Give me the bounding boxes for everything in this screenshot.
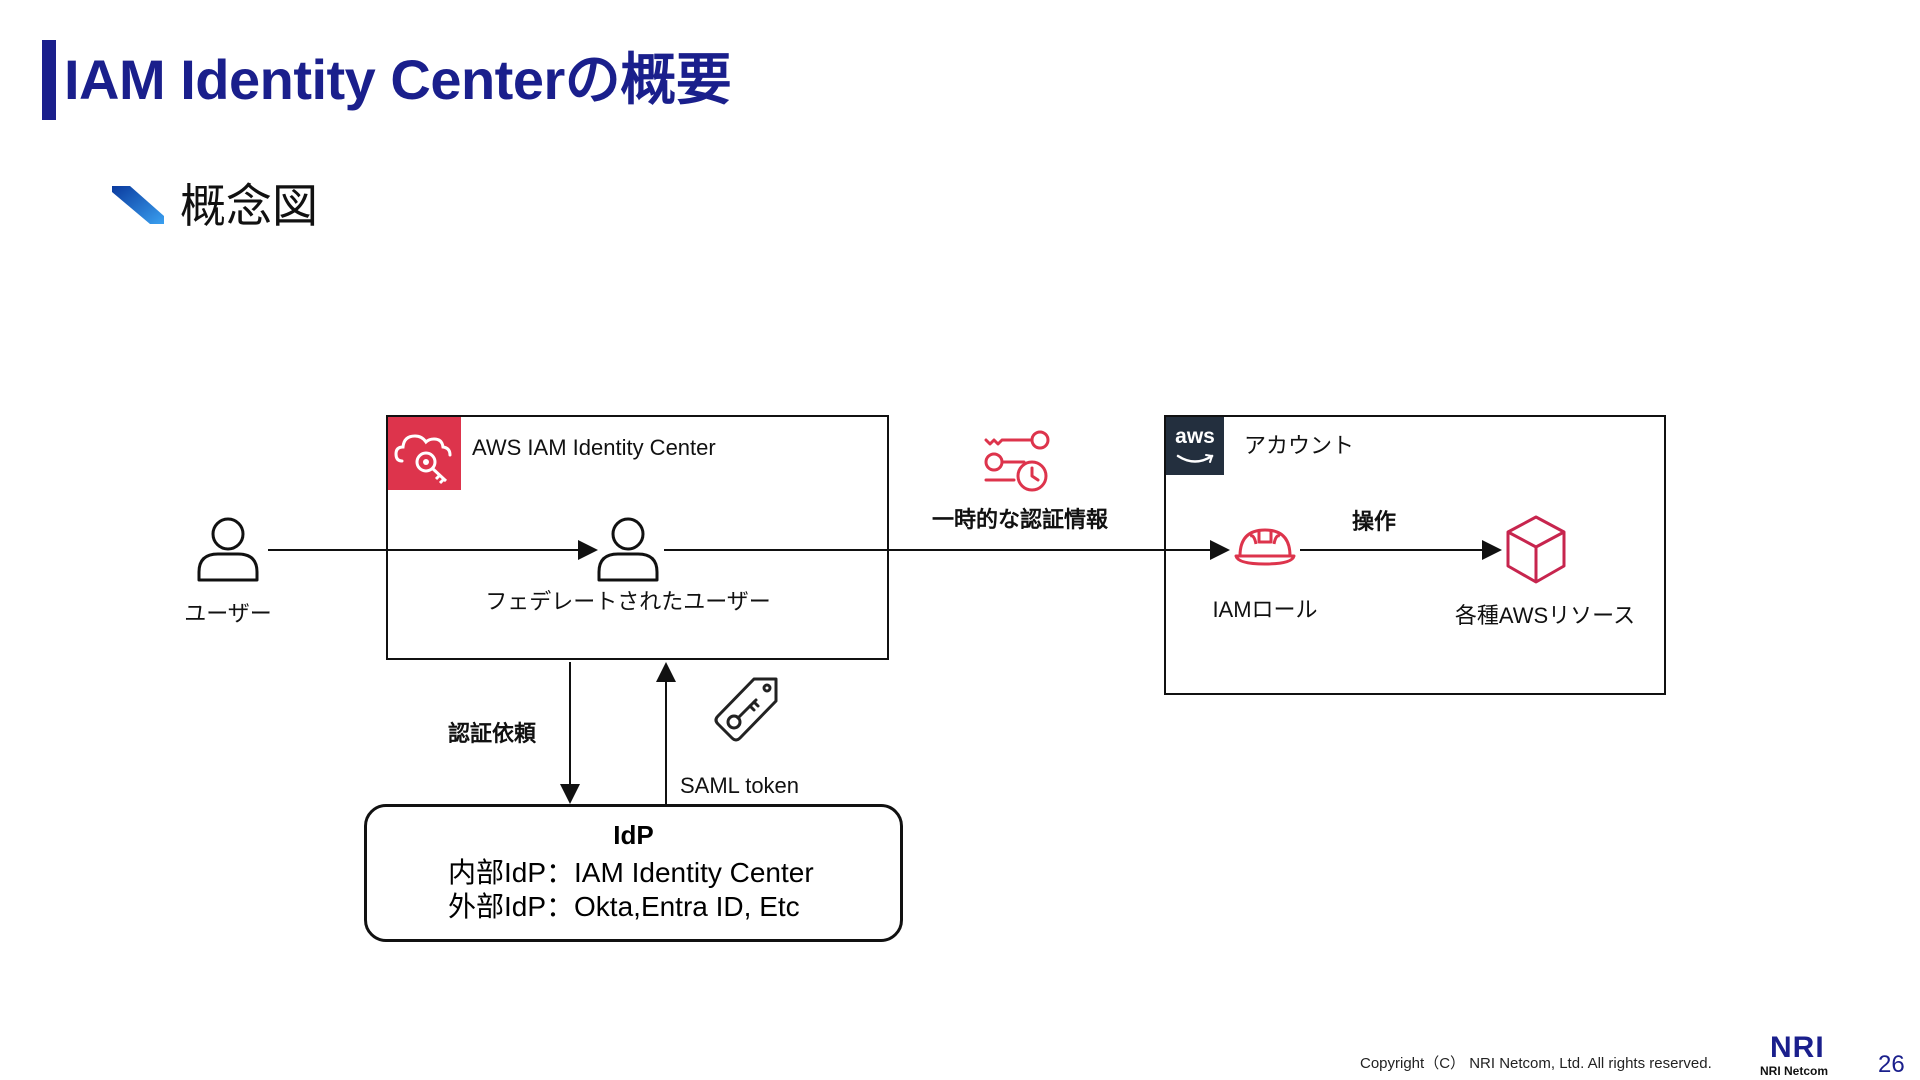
user-icon xyxy=(197,517,259,582)
aws-account-box xyxy=(1164,415,1666,695)
aws-logo: aws xyxy=(1166,417,1224,475)
identity-center-icon xyxy=(388,417,461,490)
aws-smile-icon xyxy=(1176,454,1214,463)
aws-logo-text: aws xyxy=(1175,425,1215,448)
copyright-text: Copyright（C） NRI Netcom, Ltd. All rights… xyxy=(1360,1055,1712,1072)
saml-token-label: SAML token xyxy=(680,773,800,798)
idp-box xyxy=(364,804,903,942)
identity-center-label: AWS IAM Identity Center xyxy=(472,435,716,460)
identity-center-box xyxy=(386,415,889,660)
section-subtitle: 概念図 xyxy=(180,180,318,232)
saml-token-tag-icon xyxy=(714,677,778,742)
title-accent-bar xyxy=(42,40,56,120)
page-title: IAM Identity Centerの概要 xyxy=(64,48,732,111)
nri-logo: NRI xyxy=(1770,1031,1825,1064)
subtitle-bullet-icon xyxy=(112,186,164,224)
temporary-credentials-label: 一時的な認証情報 xyxy=(931,507,1108,532)
temporary-credentials-icon xyxy=(984,430,1050,492)
cloud-key-icon xyxy=(394,434,452,485)
aws-resource-cube-icon xyxy=(1506,515,1566,584)
idp-external-line: 外部IdP：Okta,Entra ID, Etc xyxy=(448,891,800,922)
idp-title: IdP xyxy=(613,820,654,850)
idp-internal-line: 内部IdP：IAM Identity Center xyxy=(448,857,814,888)
page-number: 26 xyxy=(1878,1051,1905,1078)
operation-label: 操作 xyxy=(1351,509,1396,534)
federated-user-icon xyxy=(597,517,659,582)
federated-user-label: フェデレートされたユーザー xyxy=(485,589,771,614)
iam-role-helmet-icon xyxy=(1234,528,1296,566)
aws-resources-label: 各種AWSリソース xyxy=(1454,603,1636,628)
account-label: アカウント xyxy=(1244,433,1355,458)
iam-role-label: IAMロール xyxy=(1212,597,1318,622)
auth-request-label: 認証依頼 xyxy=(448,721,537,746)
nri-logo-subtext: NRI Netcom xyxy=(1760,1064,1829,1078)
user-label: ユーザー xyxy=(184,601,272,626)
